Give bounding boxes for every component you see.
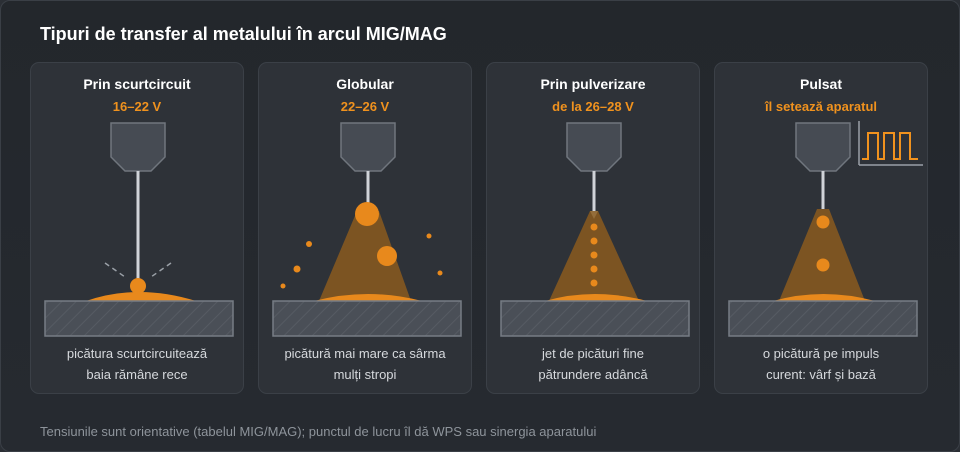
weld-pool: [314, 294, 422, 301]
base-plate: [44, 300, 234, 337]
base-plate: [500, 300, 690, 337]
arc-cone: [779, 209, 865, 301]
mode-voltage: de la 26–28 V: [552, 99, 634, 114]
card-short-circuit: Prin scurtcircuit 16–22 V picătura scurt…: [30, 62, 244, 394]
mode-name: Globular: [336, 76, 394, 92]
spatter-particle: [426, 233, 432, 239]
mode-caption-line-1: picătură mai mare ca sârma: [284, 346, 446, 361]
mode-voltage: 16–22 V: [112, 99, 162, 114]
torch-nozzle-icon: [340, 122, 396, 172]
mode-voltage: îl setează aparatul: [765, 99, 877, 114]
spray-illustration: [500, 122, 690, 337]
spatter-line-left: [104, 262, 126, 278]
card-pulsed: Pulsat îl setează aparatul o picătură pe…: [714, 62, 928, 394]
mode-caption-line-2: curent: vârf și bază: [766, 367, 876, 382]
spatter-particle: [293, 265, 301, 273]
mode-name: Prin pulverizare: [540, 76, 646, 92]
globular-illustration: [272, 122, 462, 337]
spray-droplet: [590, 223, 598, 231]
weld-pool: [773, 294, 875, 301]
weld-pool: [545, 294, 647, 301]
falling-droplet: [377, 246, 397, 266]
base-plate: [728, 300, 918, 337]
mode-caption-line-2: baia rămâne rece: [86, 367, 188, 382]
spatter-particle: [306, 241, 312, 247]
spatter-line-right: [150, 262, 172, 278]
card-globular: Globular 22–26 V picătură mai mare ca sâ…: [258, 62, 472, 394]
mode-caption-line-1: o picătură pe impuls: [762, 346, 880, 361]
short-circuit-droplet: [130, 278, 146, 294]
spatter-particle: [280, 283, 286, 289]
torch-nozzle-icon: [566, 122, 622, 172]
pulse-droplet: [816, 215, 830, 229]
mode-caption-line-1: jet de picături fine: [542, 346, 644, 361]
mode-name: Prin scurtcircuit: [83, 76, 191, 92]
mode-name: Pulsat: [799, 76, 842, 92]
arc-cone: [319, 211, 411, 301]
weld-pool: [86, 292, 196, 301]
mode-voltage: 22–26 V: [340, 99, 390, 114]
pulse-droplet: [816, 258, 830, 272]
base-plate: [272, 300, 462, 337]
card-spray: Prin pulverizare de la 26–28 V jet de pi…: [486, 62, 700, 394]
short-circuit-illustration: [44, 122, 234, 337]
mode-caption-line-2: mulți stropi: [333, 367, 397, 382]
spray-droplet: [590, 251, 598, 259]
spray-droplet: [590, 279, 598, 287]
pulse-waveform-icon: [858, 121, 923, 166]
mode-caption-line-2: pătrundere adâncă: [538, 367, 648, 382]
spray-droplet: [590, 237, 598, 245]
page-title: Tipuri de transfer al metalului în arcul…: [40, 24, 447, 44]
footnote: Tensiunile sunt orientative (tabelul MIG…: [40, 424, 597, 439]
spatter-particle: [437, 270, 443, 276]
torch-nozzle-icon: [110, 122, 166, 172]
large-droplet: [355, 202, 379, 226]
mode-caption-line-1: picătura scurtcircuitează: [66, 346, 208, 361]
pulsed-illustration: [728, 121, 923, 337]
spray-droplet: [590, 265, 598, 273]
torch-nozzle-icon: [795, 122, 851, 172]
